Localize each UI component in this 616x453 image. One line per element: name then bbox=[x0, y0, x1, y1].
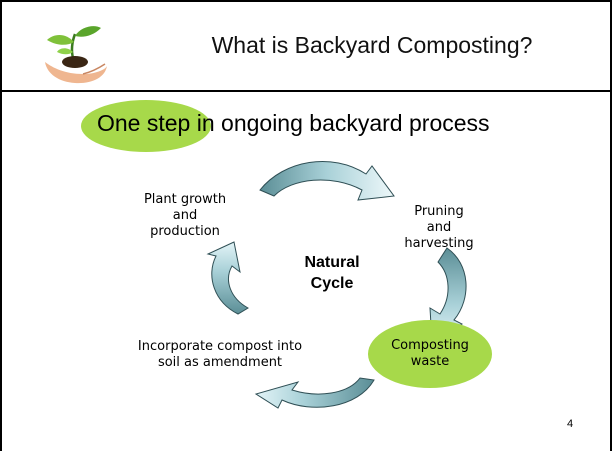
one-step-highlight bbox=[81, 100, 211, 152]
label-composting-waste: Composting waste bbox=[391, 338, 469, 369]
subtitle-highlight-text: One step bbox=[97, 110, 191, 136]
label-plant-growth: Plant growth and production bbox=[143, 192, 227, 239]
center-label: Natural Cycle bbox=[304, 254, 360, 292]
slide-subtitle: One step in ongoing backyard process bbox=[97, 110, 490, 137]
cycle-arrow-bottom bbox=[254, 377, 375, 409]
label-incorporate-compost: Incorporate compost into soil as amendme… bbox=[137, 339, 303, 370]
cycle-arrow-top bbox=[259, 161, 395, 201]
page-number: 4 bbox=[567, 418, 574, 430]
composting-waste-ellipse bbox=[368, 320, 492, 388]
title-divider bbox=[2, 90, 610, 92]
subtitle-rest-text: in ongoing backyard process bbox=[190, 110, 490, 136]
plant-in-hand-icon bbox=[45, 26, 107, 84]
label-pruning-harvesting: Pruning and harvesting bbox=[404, 204, 474, 251]
cycle-arrow-left bbox=[206, 241, 249, 315]
slide-title: What is Backyard Composting? bbox=[211, 32, 533, 58]
